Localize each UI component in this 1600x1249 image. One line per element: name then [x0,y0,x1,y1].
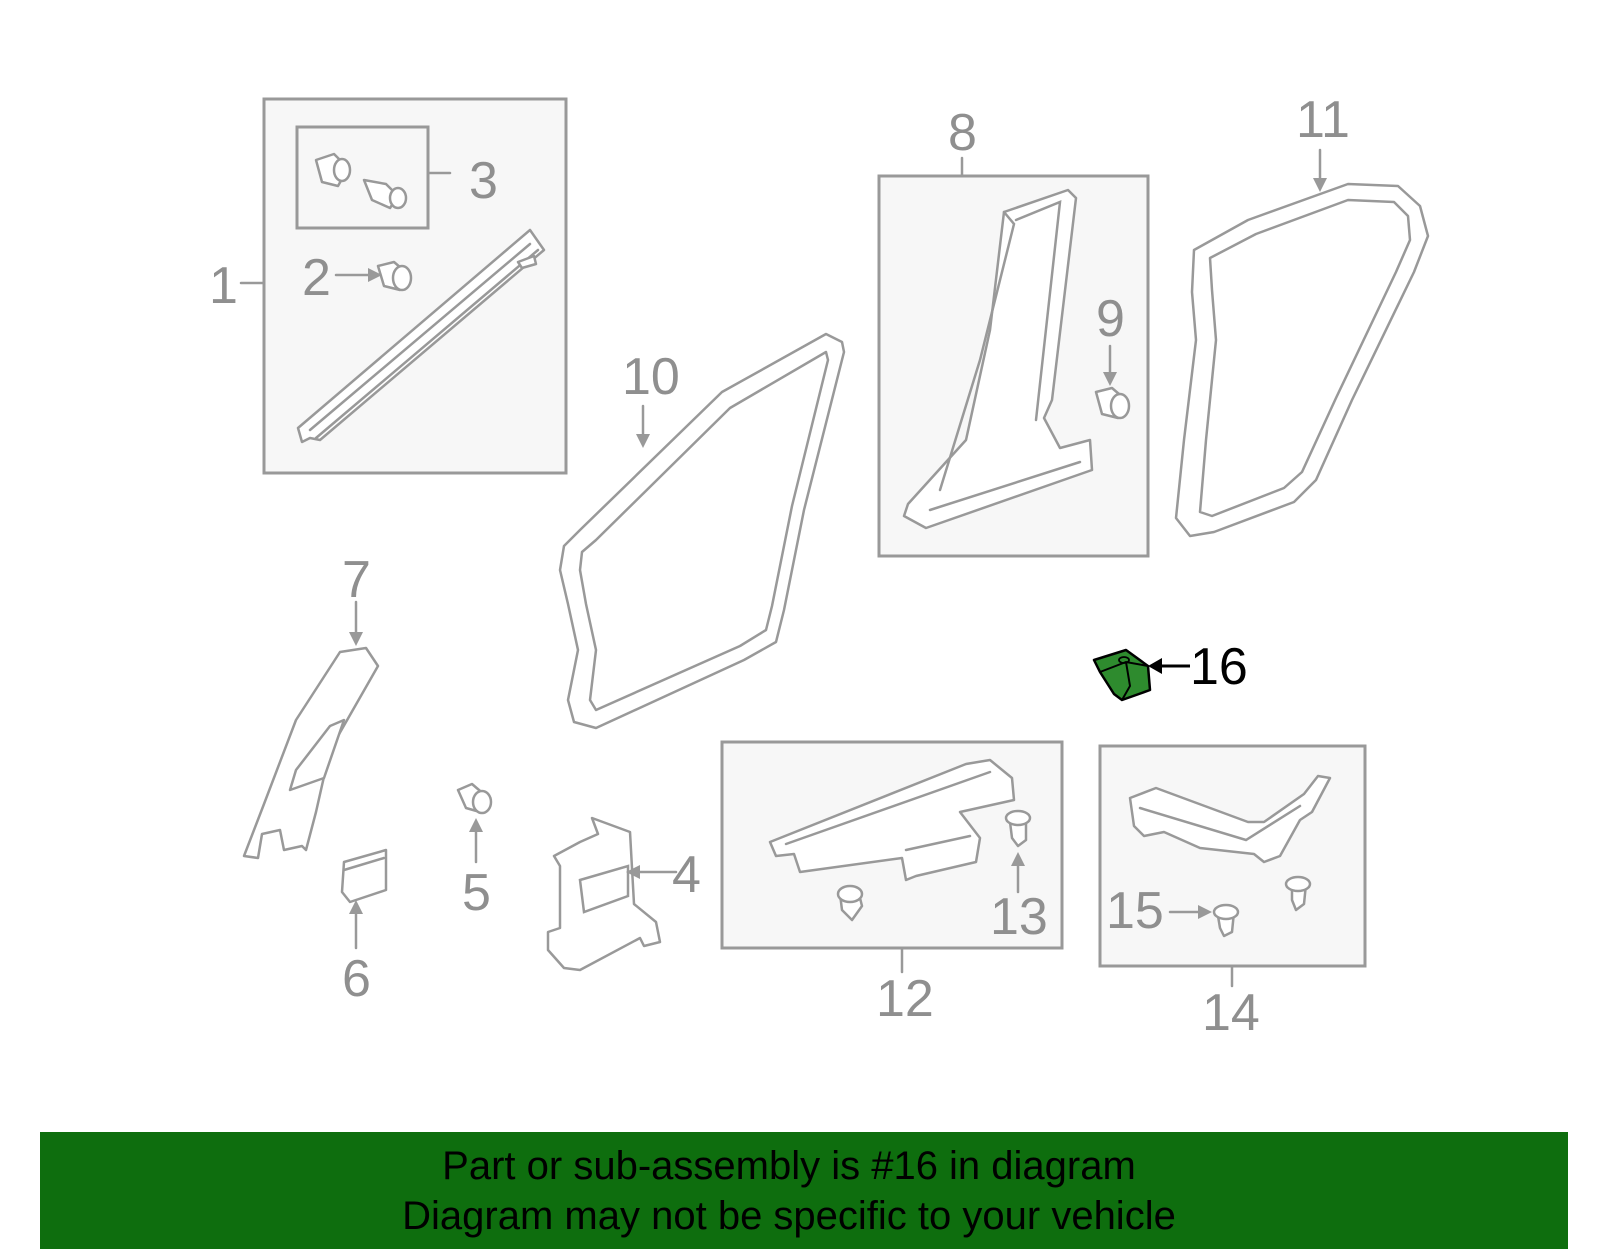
part-16-highlighted [1092,648,1190,702]
callout-12: 12 [876,970,934,1028]
part-6-clip [340,848,388,950]
callout-9: 9 [1096,290,1125,348]
part-8-b-pillar-trim [902,188,1094,530]
callout-1: 1 [209,257,238,315]
callout-3: 3 [469,152,498,210]
callout-11: 11 [1296,91,1350,149]
callout-7: 7 [342,551,371,609]
callout-10: 10 [622,348,680,406]
part-5-clip [456,782,493,864]
footer-banner: Part or sub-assembly is #16 in diagram D… [40,1132,1568,1249]
part-7-pillar-trim [242,600,380,860]
group-1-box [239,97,568,475]
callout-5: 5 [462,864,491,922]
callout-8: 8 [948,104,977,162]
part-4-bracket [546,816,678,972]
callout-2: 2 [302,249,331,307]
part-2-clip [334,260,413,292]
callout-4: 4 [672,846,701,904]
parts-diagram: 1 2 3 8 9 10 11 7 6 5 4 13 12 15 14 16 [209,91,1430,1042]
callout-14: 14 [1202,984,1260,1042]
part-14-sill-trim [1128,774,1332,912]
part-9-clip [1094,344,1131,420]
footer-line-1: Part or sub-assembly is #16 in diagram [442,1144,1136,1188]
part-12-sill-trim [768,758,1016,922]
part-15-clip [1168,903,1240,938]
callout-6: 6 [342,950,371,1008]
part-11-door-weatherstrip [1174,148,1430,538]
callout-15: 15 [1106,882,1164,940]
part-3-clips [314,152,408,210]
part-13-clip [1004,809,1032,894]
footer-line-2: Diagram may not be specific to your vehi… [402,1194,1176,1238]
callout-13: 13 [990,888,1048,946]
part-10-door-weatherstrip [558,332,846,730]
callout-16: 16 [1190,638,1248,696]
part-1-a-pillar-trim [296,228,546,444]
